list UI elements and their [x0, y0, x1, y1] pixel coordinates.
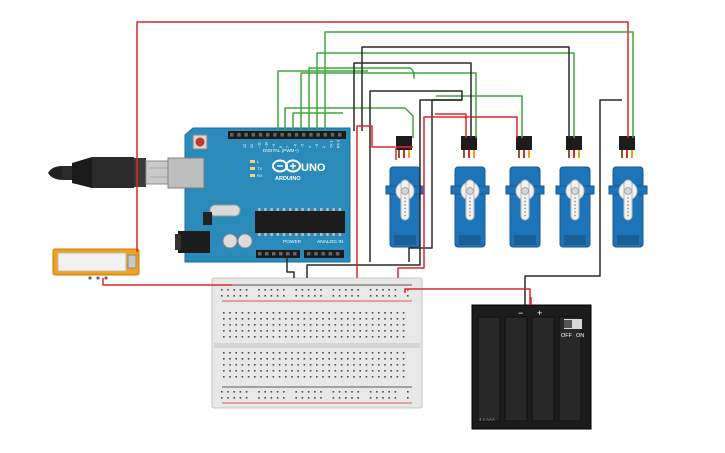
servo-connector[interactable] [396, 136, 412, 150]
voltage-regulator [203, 212, 212, 225]
power-header[interactable] [256, 250, 300, 258]
wire-red-servo-2[interactable] [395, 146, 413, 160]
digital-pin-label: 2 [322, 146, 326, 148]
digital-label: DIGITAL (PWM~) [263, 148, 299, 153]
battery-pack: − + OFF ON 4 x AAA [471, 304, 592, 430]
potentiometer-slider[interactable] [127, 254, 137, 269]
arduino-model: UNO [301, 162, 326, 174]
usb-port[interactable] [167, 157, 205, 189]
crystal [209, 204, 241, 217]
digital-pin-label: ~5 [301, 144, 305, 148]
wire-black-servo-4[interactable] [361, 46, 570, 138]
switch-off-label: OFF [561, 333, 573, 339]
digital-pin-label: ~3 [315, 144, 319, 148]
wire-red-servo-3[interactable] [397, 116, 518, 278]
atmega-chip [255, 211, 345, 233]
servo-group [385, 136, 648, 248]
battery-minus-label: − [518, 308, 523, 318]
wire-green-servo-1[interactable] [277, 70, 368, 131]
digital-header[interactable] [228, 131, 346, 139]
capacitor-2 [237, 233, 253, 249]
servo-connector[interactable] [461, 136, 477, 150]
wire-red-servo-1[interactable] [356, 125, 395, 278]
digital-pin-label: 12 [250, 144, 254, 148]
wire-red-pot[interactable] [102, 278, 232, 286]
wire-green-servo-3[interactable] [308, 67, 415, 131]
wire-green-servo-4[interactable] [316, 52, 575, 138]
wire-red-battery[interactable] [404, 288, 531, 305]
digital-pin-label: ~11 [257, 142, 261, 148]
wire-green-servo-3b[interactable] [292, 112, 343, 131]
tx-led-label: TX [257, 166, 262, 171]
wire-red-main[interactable] [136, 21, 629, 252]
chip-pins [258, 208, 342, 236]
servo-motor[interactable] [450, 136, 490, 248]
arduino-brand: ARDUINO [275, 176, 301, 182]
servo-connector[interactable] [516, 136, 532, 150]
dc-power-jack[interactable] [178, 231, 210, 253]
power-label: POWER [283, 239, 302, 245]
breadboard [211, 277, 423, 409]
digital-pin-label: 4 [308, 146, 312, 148]
wire-black-arduino-gnd[interactable] [286, 258, 295, 278]
digital-pin-label: 7 [286, 146, 290, 148]
switch-on-label: ON [576, 333, 584, 339]
arduino-logo-icon [272, 159, 301, 173]
capacitor-1 [222, 233, 238, 249]
l-led-label: L [257, 159, 260, 164]
servo-motor[interactable] [608, 136, 648, 248]
battery-plus-label: + [537, 308, 542, 318]
wire-green-servo-2[interactable] [300, 72, 477, 138]
digital-pin-label: RX 0 [337, 140, 341, 148]
servo-motor[interactable] [555, 136, 595, 248]
battery-cells-label: 4 x AAA [479, 417, 495, 422]
wires [102, 21, 634, 305]
reset-button[interactable] [195, 137, 205, 147]
battery-switch[interactable] [564, 319, 582, 329]
digital-pin-label: TX 1 [329, 140, 333, 148]
servo-motor[interactable] [385, 136, 425, 248]
wire-black-servo-5[interactable] [524, 99, 622, 305]
wire-green-servo-5[interactable] [324, 31, 634, 138]
rx-led-label: RX [257, 173, 263, 178]
servo-connector[interactable] [566, 136, 582, 150]
wire-black-rail[interactable] [306, 99, 462, 278]
digital-pin-label: ~6 [293, 144, 297, 148]
usb-cable [48, 157, 189, 188]
digital-pin-label: 13 [243, 144, 247, 148]
wire-green-servo-3c[interactable] [436, 95, 523, 138]
wire-green-servo-1b[interactable] [284, 107, 414, 138]
breadboard-holes[interactable] [221, 289, 409, 399]
wire-black-servo-2[interactable] [353, 62, 472, 138]
digital-pin-label: ~9 [272, 144, 276, 148]
servo-connector[interactable] [619, 136, 635, 150]
wire-red-servo-mid[interactable] [435, 113, 467, 138]
slide-potentiometer[interactable] [52, 248, 140, 280]
bottom-header-holes [258, 252, 340, 256]
digital-header-holes [230, 133, 342, 137]
analog-label: ANALOG IN [317, 239, 344, 245]
digital-pin-label: 8 [279, 146, 283, 148]
digital-pin-label: ~10 [265, 142, 269, 148]
servo-motor[interactable] [505, 136, 545, 248]
